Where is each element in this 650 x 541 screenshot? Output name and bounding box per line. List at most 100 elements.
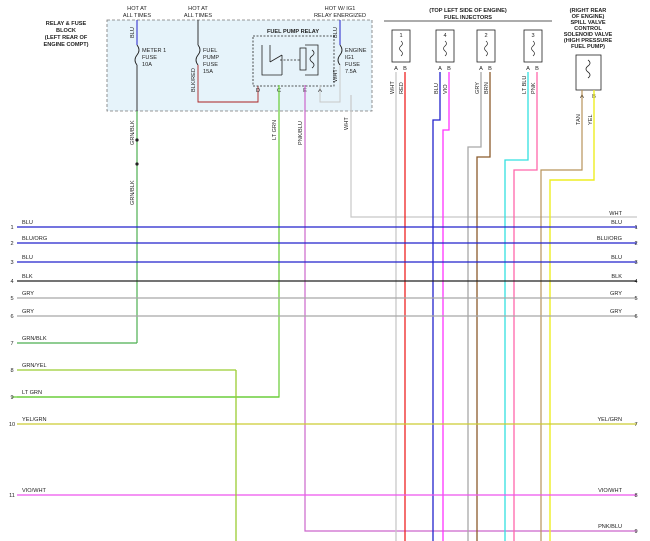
right-bus-number-1: 1: [634, 225, 637, 231]
injector-2-coil-icon: [484, 40, 488, 57]
injector-1-wire-a-label: WHT: [390, 81, 396, 94]
meter-fuse-label: METER 1 FUSE 10A: [142, 48, 166, 68]
left-bus-number-9: 9: [10, 395, 13, 401]
lt-grn-vertical: [12, 85, 280, 398]
pnk-blu-label: PNK/BLU: [298, 121, 304, 145]
svg-text:(LEFT REAR OF: (LEFT REAR OF: [45, 35, 88, 41]
injector-2-pin-b: B: [488, 66, 492, 72]
left-bus-label-2: BLU/ORG: [22, 236, 47, 242]
right-bus-number-6: 6: [634, 314, 637, 320]
left-bus-label-5: GRY: [22, 291, 34, 297]
injector-3-wire-b-label: PNK: [531, 82, 537, 94]
right-bus-label-6: GRY: [610, 309, 622, 315]
left-bus-number-10: 10: [9, 422, 15, 428]
engine-fuse-wht-label: WHT: [333, 69, 339, 82]
wht-bus-label: WHT: [609, 211, 622, 217]
blk-red-label: BLK/RED: [191, 68, 197, 92]
svg-text:FUSE: FUSE: [142, 55, 157, 61]
injector-3-pin-b: B: [535, 66, 539, 72]
right-bus: BLU1BLU/ORG2BLU3BLK4GRY5GRY6YEL/GRN7VIO/…: [597, 220, 638, 535]
engine-fuse-symbol: [337, 44, 343, 66]
injector-1-number: 1: [399, 33, 402, 39]
wht-vertical-label: WHT: [344, 117, 350, 130]
injector-4-pin-a: A: [438, 66, 442, 72]
injector-4-wire-b-label: VIO: [443, 84, 449, 94]
wht-vertical: [350, 95, 637, 218]
svg-text:(HIGH PRESSURE: (HIGH PRESSURE: [564, 38, 612, 44]
left-bus-label-6: GRY: [22, 309, 34, 315]
svg-text:HOT AT: HOT AT: [188, 6, 208, 12]
injector-3-coil-icon: [531, 40, 535, 57]
engine-fuse-label: ENGINE IG1 FUSE 7.5A: [345, 48, 367, 75]
svg-text:FUEL: FUEL: [203, 48, 217, 54]
svg-text:OF ENGINE): OF ENGINE): [572, 14, 605, 20]
right-bus-label-9: PNK/BLU: [598, 524, 622, 530]
injector-4-wire-a: [432, 72, 441, 541]
left-bus-number-2: 2: [10, 241, 13, 247]
injector-4-wire-a-label: BLU: [434, 83, 440, 94]
left-bus-number-3: 3: [10, 260, 13, 266]
svg-text:RELAY ENERGIZED: RELAY ENERGIZED: [314, 13, 366, 19]
svg-text:ENGINE COMPT): ENGINE COMPT): [43, 42, 88, 48]
svg-text:(TOP LEFT SIDE OF ENGINE): (TOP LEFT SIDE OF ENGINE): [429, 8, 507, 14]
svg-text:BLOCK: BLOCK: [56, 28, 76, 34]
injector-4-number: 4: [443, 33, 446, 39]
hot-at-all-times-note-2: HOT AT ALL TIMES: [184, 6, 213, 19]
injector-1-wire-b-label: RED: [399, 82, 405, 94]
left-bus-label-1: BLU: [22, 220, 33, 226]
left-bus-label-7: GRN/BLK: [22, 336, 47, 342]
right-bus-number-5: 5: [634, 296, 637, 302]
fuel-pump-relay: [252, 35, 335, 87]
left-bus-label-4: BLK: [22, 274, 33, 280]
grn-blk-label-1: GRN/BLK: [130, 120, 136, 145]
engine-fuse-to-relay: [319, 65, 341, 103]
injector-2-wire-b-label: BRN: [484, 82, 490, 94]
svg-text:CONTROL: CONTROL: [574, 26, 602, 32]
lt-grn-label: LT GRN: [272, 120, 278, 140]
svg-text:PUMP: PUMP: [203, 55, 219, 61]
injector-2-wire-b: [476, 72, 491, 541]
left-bus-label-3: BLU: [22, 255, 33, 261]
injector-3-wire-a: [504, 72, 529, 541]
injector-3-pin-a: A: [526, 66, 530, 72]
hot-w-ig1-note: HOT W/ IG1 RELAY ENERGIZED: [314, 6, 366, 19]
left-bus-number-5: 5: [10, 296, 13, 302]
right-bus-label-7: YEL/GRN: [597, 417, 622, 423]
svg-text:FUEL INJECTORS: FUEL INJECTORS: [444, 15, 492, 21]
left-bus-number-6: 6: [10, 314, 13, 320]
svg-text:ALL TIMES: ALL TIMES: [184, 13, 213, 19]
svg-text:IG1: IG1: [345, 55, 354, 61]
fuel-pump-fuse-symbol: [195, 44, 201, 66]
left-bus-label-9: LT GRN: [22, 390, 42, 396]
left-bus-number-7: 7: [10, 341, 13, 347]
left-bus-number-11: 11: [9, 493, 15, 499]
relay-fuse-block-title: RELAY & FUSE BLOCK (LEFT REAR OF ENGINE …: [43, 21, 88, 48]
svg-text:FUSE: FUSE: [203, 62, 218, 68]
injector-4-pin-b: B: [447, 66, 451, 72]
right-bus-label-5: GRY: [610, 291, 622, 297]
right-bus-number-3: 3: [634, 260, 637, 266]
relay-switch: [261, 45, 300, 76]
left-bus-label-10: YEL/GRN: [22, 417, 47, 423]
svg-text:SPILL VALVE: SPILL VALVE: [570, 20, 605, 26]
injector-4-coil-icon: [443, 40, 447, 57]
relay-coil: [299, 44, 319, 76]
injector-1-pin-b: B: [403, 66, 407, 72]
svg-text:D: D: [256, 88, 260, 94]
svg-text:METER 1: METER 1: [142, 48, 166, 54]
engine-fuse-feed-label: BLU: [333, 27, 339, 38]
right-bus-label-4: BLK: [611, 274, 622, 280]
svg-text:FUSE: FUSE: [345, 62, 360, 68]
svg-text:HOT AT: HOT AT: [127, 6, 147, 12]
svg-text:10A: 10A: [142, 62, 152, 68]
svg-text:RELAY & FUSE: RELAY & FUSE: [46, 21, 87, 27]
right-bus-number-4: 4: [634, 279, 637, 285]
injector-3-number: 3: [531, 33, 534, 39]
injector-3-wire-b: [513, 72, 538, 541]
svg-text:ENGINE: ENGINE: [345, 48, 367, 54]
left-bus-number-1: 1: [10, 225, 13, 231]
left-bus-number-8: 8: [10, 368, 13, 374]
spill-valve-coil-icon: [585, 59, 591, 79]
